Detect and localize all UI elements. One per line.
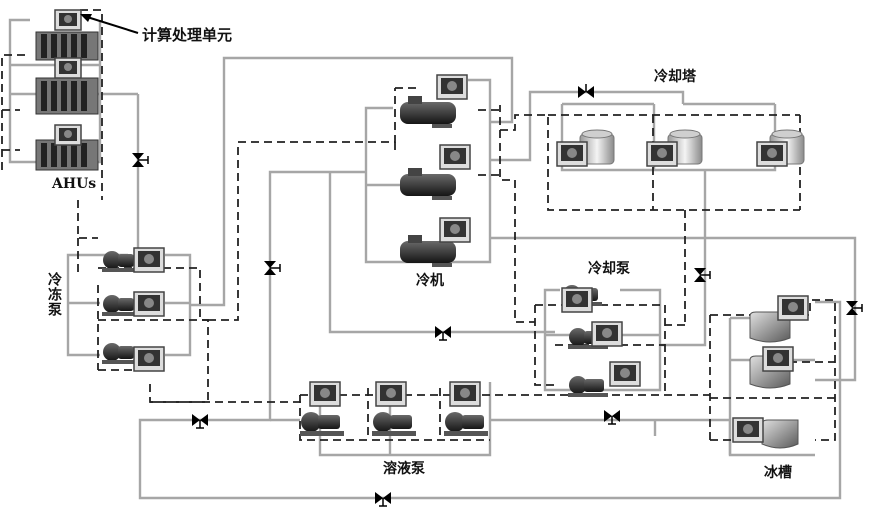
computing-unit-icon	[592, 322, 622, 346]
computing-unit-icon	[757, 142, 787, 166]
valve-ice-tank-icon	[846, 301, 862, 315]
ahu-units	[36, 32, 98, 170]
solution-pump-units	[300, 412, 488, 436]
computing-unit-icon	[647, 142, 677, 166]
valve-chiller-return-icon	[264, 261, 280, 275]
label-chiller: 冷机	[416, 270, 444, 290]
computing-unit-icon	[610, 362, 640, 386]
computing-unit-icon	[55, 10, 81, 30]
label-ice-tank: 冰槽	[764, 462, 792, 482]
valve-cooling-tower-icon	[578, 84, 594, 98]
valve-bottom-loop-icon	[375, 492, 391, 506]
computing-unit-icon	[763, 347, 793, 371]
computing-unit-icon	[778, 296, 808, 320]
valve-solution-right-icon	[604, 410, 620, 424]
computing-unit-icon	[733, 418, 763, 442]
computing-unit-icon	[134, 248, 164, 272]
computing-unit-icon	[437, 75, 467, 99]
label-computing-unit: 计算处理单元	[142, 24, 232, 45]
computing-unit-icon	[134, 347, 164, 371]
label-cooling-tower: 冷却塔	[654, 66, 696, 86]
computing-unit-icon	[134, 292, 164, 316]
computing-unit-icon	[562, 288, 592, 312]
label-solution-pump: 溶液泵	[383, 458, 425, 478]
computing-unit-icon	[557, 142, 587, 166]
label-ahus: AHUs	[52, 176, 96, 192]
computing-unit-icon	[310, 382, 340, 406]
computing-unit-icon	[440, 218, 470, 242]
valve-solution-left-icon	[192, 414, 208, 428]
computing-unit-icon	[55, 125, 81, 145]
label-cooling-pump: 冷却泵	[588, 258, 630, 278]
label-chilled-pump: 冷冻泵	[44, 272, 64, 317]
computing-unit-icon	[450, 382, 480, 406]
control-signal-lines	[2, 10, 840, 440]
valve-tower-return-icon	[694, 268, 710, 282]
computing-unit-icon	[55, 58, 81, 78]
computing-unit-icon	[376, 382, 406, 406]
callout-arrow-icon	[80, 14, 138, 33]
computing-unit-icon	[440, 145, 470, 169]
valve-chilled-supply-icon	[132, 153, 148, 167]
valve-bypass-icon	[435, 326, 451, 340]
